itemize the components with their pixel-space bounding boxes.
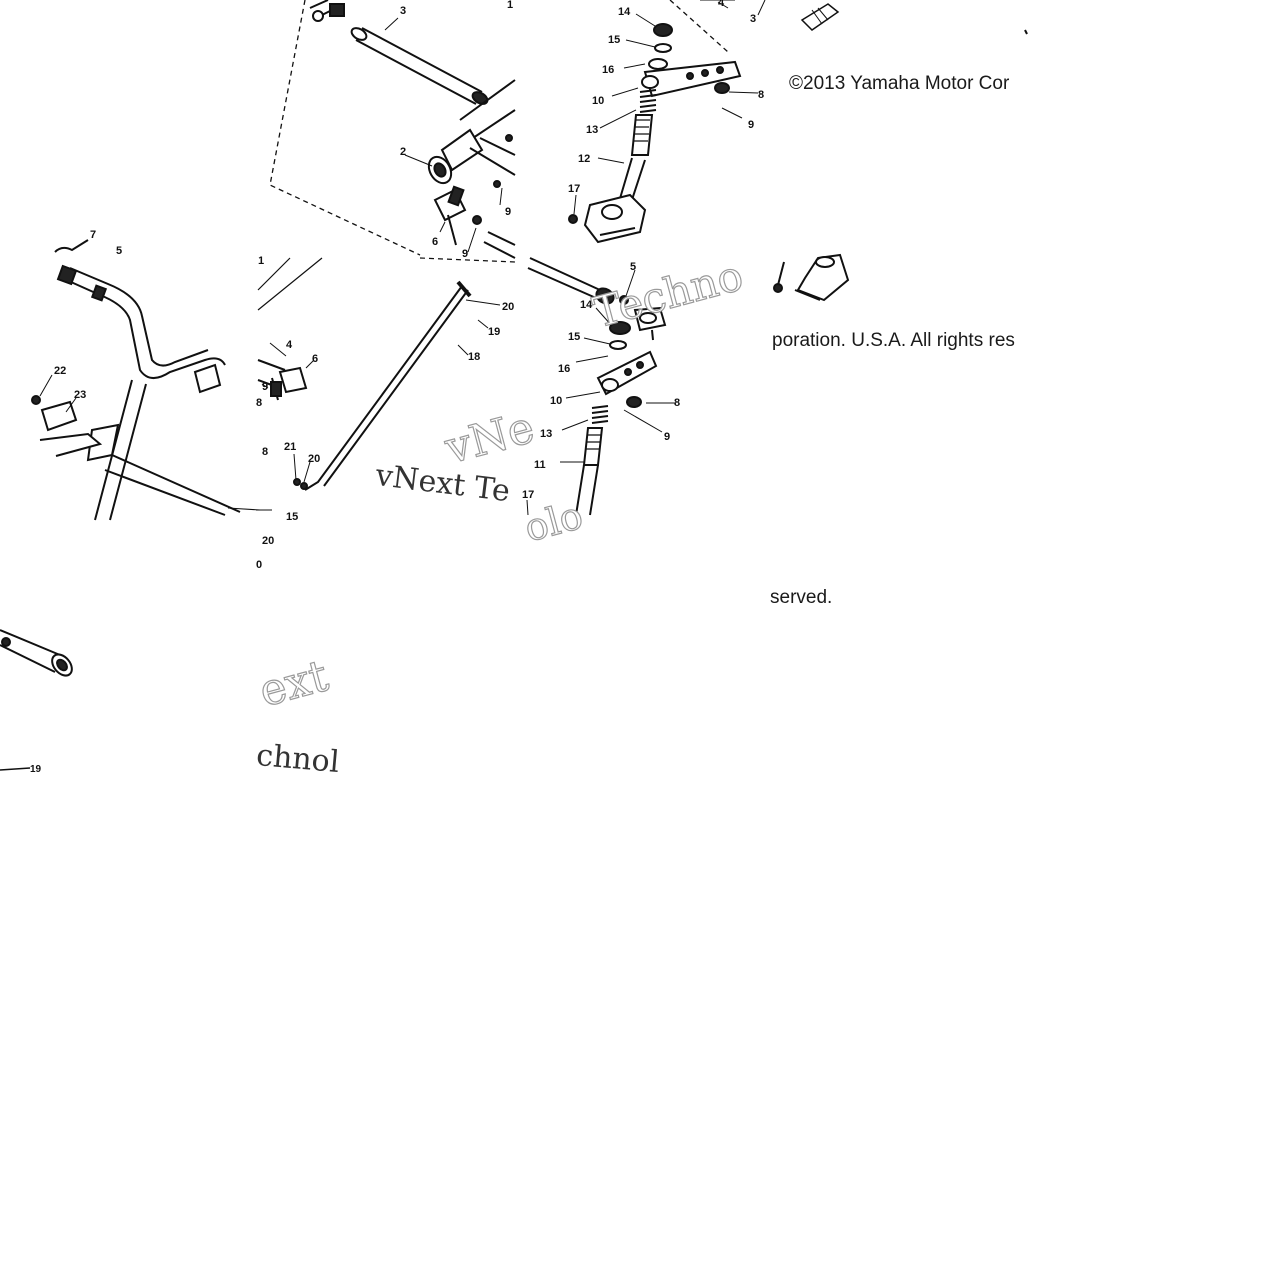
svg-text:10: 10 — [592, 95, 604, 107]
svg-text:20: 20 — [308, 453, 320, 465]
copyright-line-2: poration. U.S.A. All rights res — [772, 330, 1015, 351]
callout-9: 9 — [462, 248, 468, 260]
svg-text:15: 15 — [608, 34, 620, 46]
watermark-fragment-4: chnol — [254, 738, 341, 781]
svg-text:16: 16 — [602, 64, 614, 76]
tile-linkage-callouts: 1 4 6 9 8 8 21 20 15 20 0 18 19 20 17 — [256, 255, 534, 571]
svg-text:9: 9 — [748, 119, 754, 131]
svg-text:15: 15 — [286, 511, 298, 523]
svg-text:4: 4 — [718, 0, 725, 9]
copyright-line-3: served. — [770, 587, 833, 608]
svg-text:15: 15 — [568, 331, 580, 343]
svg-text:14: 14 — [618, 6, 631, 18]
callout-1: 1 — [507, 0, 513, 11]
svg-text:3: 3 — [750, 13, 756, 25]
svg-text:14: 14 — [580, 299, 593, 311]
svg-text:7: 7 — [90, 229, 96, 241]
tile-linkage — [256, 257, 516, 511]
svg-text:4: 4 — [286, 339, 293, 351]
svg-text:8: 8 — [758, 89, 764, 101]
svg-text:16: 16 — [558, 363, 570, 375]
callout-6: 6 — [432, 236, 438, 248]
svg-text:5: 5 — [116, 245, 122, 257]
svg-text:11: 11 — [534, 459, 546, 471]
tile-tie-rod-callouts: 3 2 6 9 9 1 — [400, 0, 513, 260]
tile-tie-rod — [269, 0, 516, 259]
svg-text:19: 19 — [488, 326, 500, 338]
svg-text:19: 19 — [30, 764, 42, 775]
svg-text:17: 17 — [568, 183, 580, 195]
svg-text:1: 1 — [258, 255, 264, 267]
tile-lower-steering-callouts: 5 14 15 16 10 13 11 8 9 — [534, 261, 680, 471]
svg-text:20: 20 — [262, 535, 274, 547]
tile-handlebar-callouts: 7 5 22 23 19 — [30, 229, 122, 775]
svg-text:0: 0 — [256, 559, 262, 571]
tile-lower-steering — [526, 253, 850, 516]
svg-text:12: 12 — [578, 153, 590, 165]
svg-text:8: 8 — [262, 446, 268, 458]
svg-text:13: 13 — [586, 124, 598, 136]
svg-text:20: 20 — [502, 301, 514, 313]
copyright-line-1: ©2013 Yamaha Motor Cor — [789, 73, 1010, 94]
svg-text:18: 18 — [468, 351, 480, 363]
callout-3: 3 — [400, 5, 406, 17]
svg-text:9: 9 — [664, 431, 670, 443]
svg-text:6: 6 — [312, 353, 318, 365]
svg-text:13: 13 — [540, 428, 552, 440]
svg-text:10: 10 — [550, 395, 562, 407]
svg-text:22: 22 — [54, 365, 66, 377]
svg-text:21: 21 — [284, 441, 296, 453]
front-arrow-icon — [800, 3, 840, 31]
callout-9b: 9 — [505, 206, 511, 218]
svg-text:23: 23 — [74, 389, 86, 401]
callout-2: 2 — [400, 146, 406, 158]
tile-steering-column — [568, 0, 1028, 244]
svg-text:8: 8 — [256, 397, 262, 409]
svg-text:8: 8 — [674, 397, 680, 409]
svg-text:17: 17 — [522, 489, 534, 501]
tile-handlebar — [0, 239, 261, 771]
svg-text:5: 5 — [630, 261, 636, 273]
tile-steering-callouts: 14 15 16 10 13 12 17 8 9 4 3 — [568, 0, 764, 195]
svg-text:9: 9 — [262, 381, 268, 393]
